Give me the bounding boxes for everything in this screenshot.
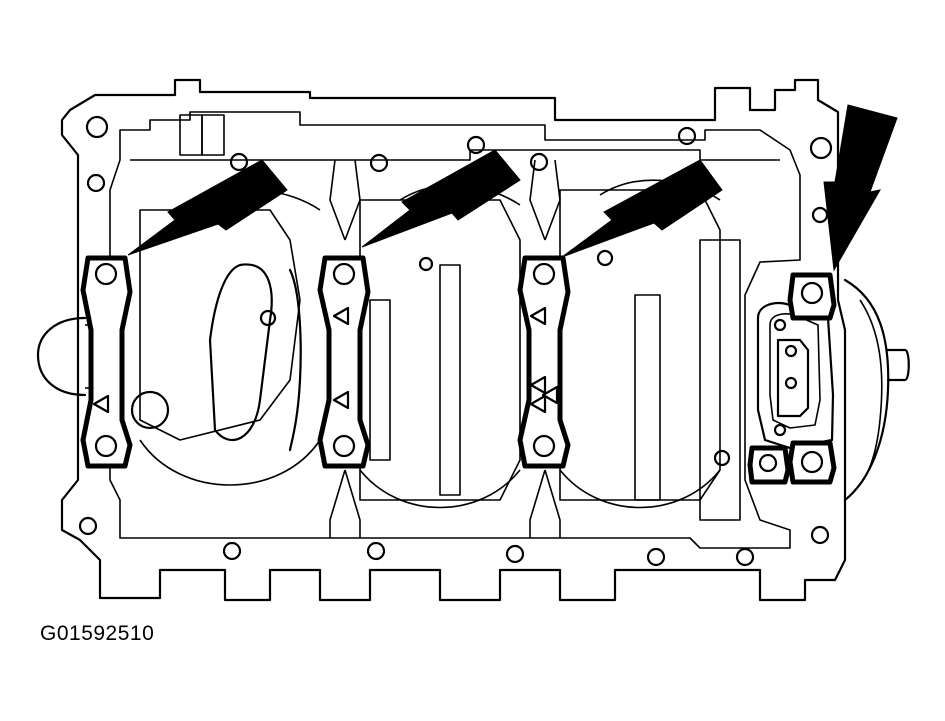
- figure-caption: G01592510: [40, 622, 155, 645]
- bearing-web-2-bottom: [329, 469, 361, 538]
- counterweight-2: [359, 469, 521, 509]
- rear-flange-inner: [854, 299, 883, 491]
- journal-bar-1: [369, 299, 391, 461]
- block-outline: [60, 78, 847, 602]
- arrow-2: [361, 149, 521, 248]
- bearing-cap-2: [317, 255, 371, 469]
- bearing-cap-3: [517, 255, 571, 469]
- upper-rail: [130, 149, 780, 161]
- pin-1: [259, 309, 277, 327]
- bearing-web-3-bottom: [529, 469, 561, 538]
- journal-bar-3: [634, 294, 661, 501]
- counterweight-3: [559, 469, 721, 509]
- triangle-mark: [92, 394, 110, 414]
- bearing-cap-4: [747, 272, 837, 485]
- triangle-mark: [529, 306, 547, 326]
- bearing-cap-1: [80, 255, 133, 469]
- crank-throw-1: [139, 209, 301, 441]
- arrow-4: [823, 104, 898, 272]
- upper-boss-2: [201, 114, 225, 156]
- bearing-web-2-top: [329, 159, 361, 241]
- front-pulley: [36, 316, 87, 397]
- bolt-holes: [78, 115, 833, 567]
- rod-journal-1: [208, 263, 273, 441]
- oil-hole: [130, 390, 170, 430]
- crank-throw-3: [559, 189, 721, 501]
- journal-bar-2: [439, 264, 461, 496]
- triangle-mark: [529, 375, 547, 395]
- triangle-mark: [541, 385, 559, 405]
- crank-throw-2: [359, 199, 521, 501]
- arrow-1: [127, 159, 288, 256]
- triangle-mark: [529, 394, 547, 414]
- triangle-mark: [332, 306, 350, 326]
- triangle-mark: [332, 390, 350, 410]
- upper-boss-1: [179, 114, 203, 156]
- rear-hub: [886, 348, 910, 382]
- rod-journal-2: [288, 268, 302, 452]
- journal-bar-4: [699, 239, 741, 521]
- arrow-3: [561, 159, 723, 258]
- bearing-web-3-top: [529, 159, 561, 241]
- counterweight-1: [139, 439, 321, 486]
